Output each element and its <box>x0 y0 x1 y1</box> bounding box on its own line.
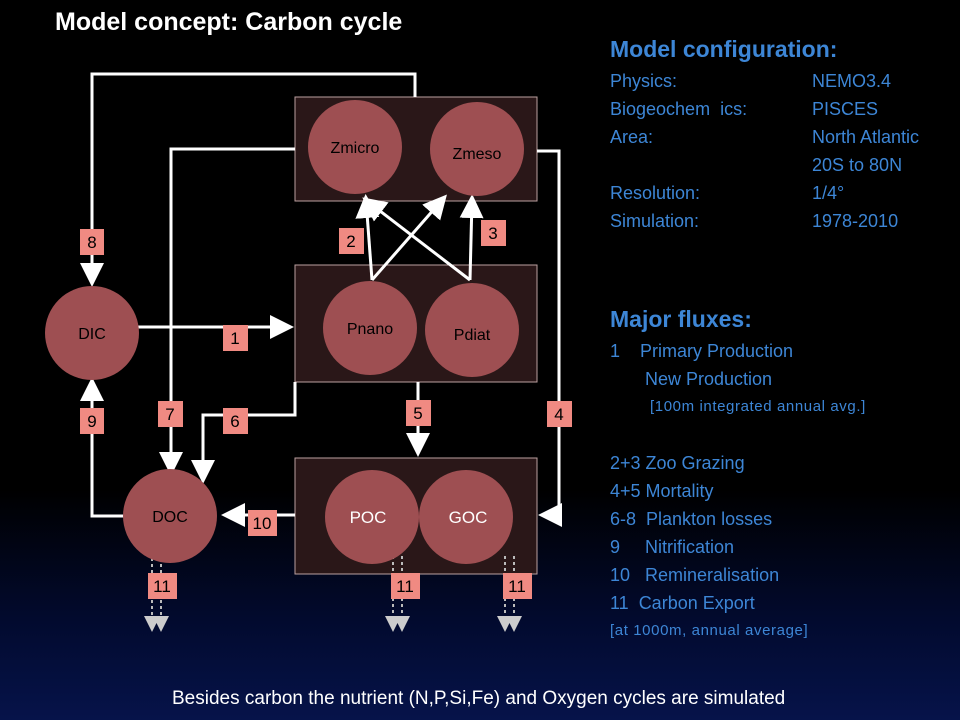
flux-label-11-goc: 11 <box>503 573 532 599</box>
flux-label-6: 6 <box>223 408 248 434</box>
flux-note: [at 1000m, annual average] <box>610 622 809 639</box>
major-fluxes-heading: Major fluxes: <box>610 306 752 332</box>
node-doc-label: DOC <box>152 509 188 526</box>
flux-spacer <box>610 421 950 449</box>
flux-label-11-poc: 11 <box>391 573 420 599</box>
flux-line: 4+5 Mortality <box>610 481 714 501</box>
node-zmicro-label: Zmicro <box>331 140 380 157</box>
flux-label-7: 7 <box>158 401 183 427</box>
flux-label-5: 5 <box>406 400 431 426</box>
node-zmicro: Zmicro <box>308 100 402 194</box>
node-poc: POC <box>325 470 419 564</box>
flux-label-6-text: 6 <box>230 412 239 431</box>
config-value: PISCES <box>812 99 879 119</box>
flux-label-10: 10 <box>248 510 277 536</box>
model-config-panel: Model configuration: Physics: NEMO3.4 Bio… <box>610 36 950 235</box>
flux-label-10-text: 10 <box>253 514 272 533</box>
flux-3-line-b <box>459 194 484 281</box>
flux-list: 1 Primary Production New Production [100… <box>610 337 950 645</box>
flux-label-4-text: 4 <box>554 405 563 424</box>
carbon-cycle-diagram: Zmicro Zmeso Pnano Pdiat DIC DOC POC GOC… <box>45 72 572 632</box>
node-zmeso: Zmeso <box>430 102 524 196</box>
flux-line: New Production <box>610 369 773 389</box>
node-dic: DIC <box>45 286 139 380</box>
config-key: Resolution: <box>610 183 701 203</box>
config-key: Biogeochem ics: <box>610 99 748 119</box>
model-config-heading: Model configuration: <box>610 36 838 62</box>
config-rows: Physics: NEMO3.4 Biogeochem ics: PISCES Ar… <box>610 67 950 235</box>
config-key: Area: <box>610 127 654 147</box>
config-row: Area: North Atlantic <box>610 123 950 151</box>
flux-label-8-text: 8 <box>87 233 96 252</box>
flux-label-4: 4 <box>547 401 572 427</box>
flux-label-9-text: 9 <box>87 412 96 431</box>
flux-label-3-text: 3 <box>488 224 497 243</box>
slide-title: Model concept: Carbon cycle <box>55 8 403 36</box>
flux-7-line <box>159 147 295 476</box>
config-row: Resolution: 1/4° <box>610 179 950 207</box>
config-value: North Atlantic <box>812 127 920 147</box>
config-row: Physics: NEMO3.4 <box>610 67 950 95</box>
node-doc: DOC <box>123 469 217 563</box>
flux-line: 9 Nitrification <box>610 537 735 557</box>
config-key: Simulation: <box>610 211 700 231</box>
flux-label-11-doc: 11 <box>148 573 177 599</box>
flux-9-line <box>80 377 124 518</box>
config-key: Physics: <box>610 71 678 91</box>
flux-line: 11 Carbon Export <box>610 593 755 613</box>
config-value: 1978-2010 <box>812 211 899 231</box>
flux-label-11-poc-text: 11 <box>396 577 414 596</box>
flux-label-2-text: 2 <box>346 232 355 251</box>
flux-2-line-b <box>362 197 471 282</box>
flux-label-1-text: 1 <box>230 329 239 348</box>
config-value: 20S to 80N <box>812 155 903 175</box>
flux-line: 10 Remineralisation <box>610 565 780 585</box>
flux-label-1: 1 <box>223 325 248 351</box>
flux-3-line-a <box>370 194 447 281</box>
config-row: 20S to 80N <box>610 151 950 179</box>
flux-label-7-text: 7 <box>165 405 174 424</box>
node-goc: GOC <box>419 470 513 564</box>
flux-line: 2+3 Zoo Grazing <box>610 453 745 473</box>
flux-line: 1 Primary Production <box>610 341 794 361</box>
flux-label-8: 8 <box>80 229 104 255</box>
flux-line: 6-8 Plankton losses <box>610 509 773 529</box>
config-key <box>610 151 812 179</box>
node-pnano-label: Pnano <box>347 321 393 338</box>
flux-label-9: 9 <box>80 408 104 434</box>
major-fluxes-panel: Major fluxes: 1 Primary Production New P… <box>610 306 950 645</box>
flux-6-line <box>191 382 297 484</box>
node-pdiat-label: Pdiat <box>454 327 491 344</box>
node-dic-label: DIC <box>78 326 106 343</box>
node-pdiat: Pdiat <box>425 283 519 377</box>
node-zmeso-label: Zmeso <box>453 146 502 163</box>
flux-label-5-text: 5 <box>413 404 422 423</box>
footer-note: Besides carbon the nutrient (N,P,Si,Fe) … <box>172 688 786 709</box>
node-pnano: Pnano <box>323 281 417 375</box>
node-poc-label: POC <box>350 508 387 527</box>
flux-label-11-doc-text: 11 <box>153 577 171 596</box>
config-value: NEMO3.4 <box>812 71 892 91</box>
config-row: Biogeochem ics: PISCES <box>610 95 950 123</box>
flux-note: [100m integrated annual avg.] <box>650 398 866 415</box>
flux-label-2: 2 <box>339 228 364 254</box>
flux-label-11-goc-text: 11 <box>508 577 526 596</box>
flux-label-3: 3 <box>481 220 506 246</box>
config-value: 1/4° <box>812 183 845 203</box>
config-row: Simulation: 1978-2010 <box>610 207 950 235</box>
flux-4-line <box>537 149 562 527</box>
node-goc-label: GOC <box>449 508 488 527</box>
flux-8-line <box>80 72 417 287</box>
